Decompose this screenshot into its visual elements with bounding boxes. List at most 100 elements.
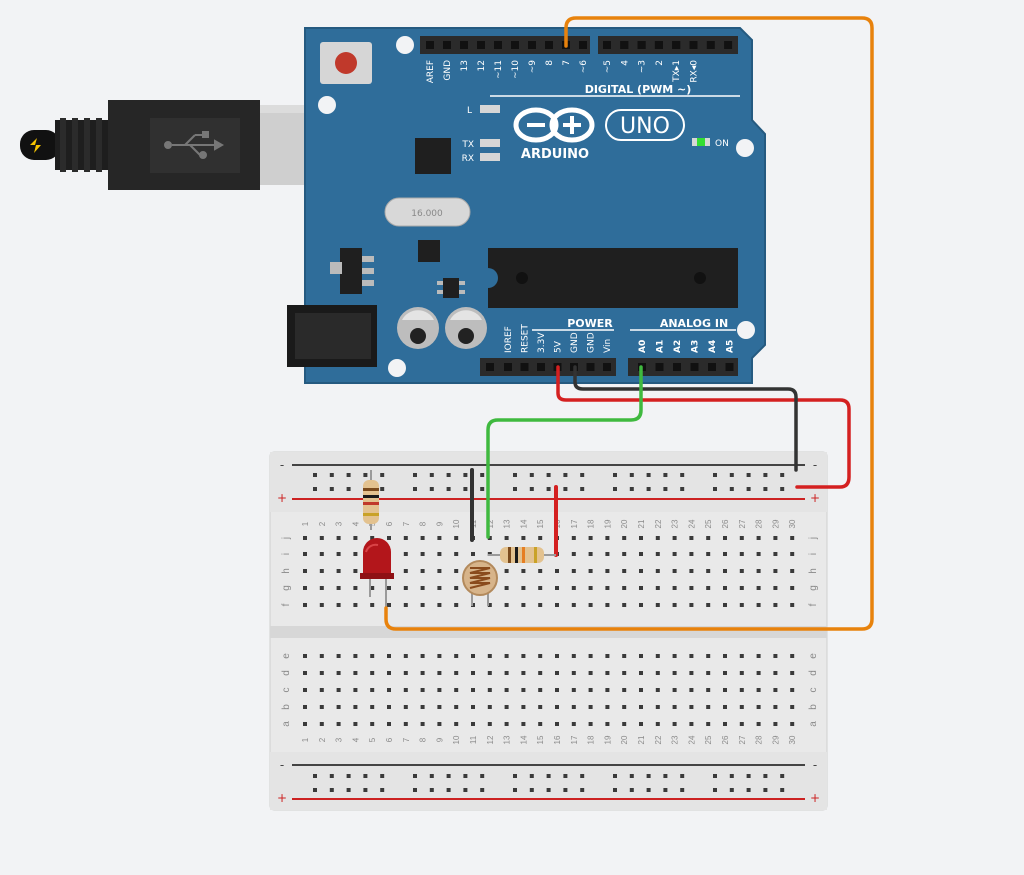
breadboard-hole[interactable] xyxy=(790,705,795,709)
breadboard-hole[interactable] xyxy=(790,569,795,573)
breadboard-hole[interactable] xyxy=(655,671,660,675)
breadboard-hole[interactable] xyxy=(706,688,711,692)
rail-hole[interactable] xyxy=(613,473,617,477)
breadboard-hole[interactable] xyxy=(336,603,341,607)
breadboard-hole[interactable] xyxy=(555,722,559,726)
breadboard-hole[interactable] xyxy=(538,586,543,590)
breadboard-hole[interactable] xyxy=(706,552,711,556)
breadboard-hole[interactable] xyxy=(706,536,711,540)
rail-hole[interactable] xyxy=(713,487,717,491)
breadboard-hole[interactable] xyxy=(689,722,694,726)
breadboard-hole[interactable] xyxy=(387,536,391,540)
breadboard-hole[interactable] xyxy=(319,536,324,540)
breadboard-hole[interactable] xyxy=(689,654,694,658)
breadboard-hole[interactable] xyxy=(471,671,475,675)
breadboard-hole[interactable] xyxy=(504,654,509,658)
breadboard-hole[interactable] xyxy=(622,603,627,607)
rail-hole[interactable] xyxy=(780,473,785,477)
breadboard-hole[interactable] xyxy=(655,705,660,709)
header-pin[interactable] xyxy=(545,41,553,49)
rail-hole[interactable] xyxy=(546,487,551,491)
breadboard-hole[interactable] xyxy=(454,688,459,692)
breadboard-hole[interactable] xyxy=(773,536,778,540)
breadboard-hole[interactable] xyxy=(303,671,307,675)
breadboard-hole[interactable] xyxy=(639,569,643,573)
breadboard-hole[interactable] xyxy=(437,569,442,573)
breadboard-hole[interactable] xyxy=(454,536,459,540)
breadboard-hole[interactable] xyxy=(723,586,727,590)
rail-hole[interactable] xyxy=(663,487,668,491)
breadboard-hole[interactable] xyxy=(605,569,610,573)
breadboard-hole[interactable] xyxy=(487,705,492,709)
breadboard-hole[interactable] xyxy=(689,671,694,675)
breadboard-hole[interactable] xyxy=(504,536,509,540)
breadboard-hole[interactable] xyxy=(319,722,324,726)
rail-hole[interactable] xyxy=(446,487,451,491)
rail-hole[interactable] xyxy=(629,487,634,491)
rail-hole[interactable] xyxy=(429,473,434,477)
breadboard-hole[interactable] xyxy=(689,552,694,556)
breadboard-hole[interactable] xyxy=(471,722,475,726)
breadboard-hole[interactable] xyxy=(336,569,341,573)
breadboard-hole[interactable] xyxy=(773,569,778,573)
breadboard-hole[interactable] xyxy=(723,536,727,540)
breadboard-hole[interactable] xyxy=(521,654,526,658)
breadboard-hole[interactable] xyxy=(403,722,408,726)
rail-hole[interactable] xyxy=(429,487,434,491)
breadboard-hole[interactable] xyxy=(739,603,744,607)
breadboard-hole[interactable] xyxy=(605,536,610,540)
header-pin[interactable] xyxy=(426,41,434,49)
rail-hole[interactable] xyxy=(629,788,634,792)
breadboard-hole[interactable] xyxy=(706,654,711,658)
breadboard-hole[interactable] xyxy=(454,586,459,590)
breadboard-hole[interactable] xyxy=(303,603,307,607)
header-pin[interactable] xyxy=(537,363,545,371)
breadboard-hole[interactable] xyxy=(353,654,358,658)
rail-hole[interactable] xyxy=(363,788,368,792)
rail-hole[interactable] xyxy=(446,774,451,778)
rail-hole[interactable] xyxy=(346,788,351,792)
rail-hole[interactable] xyxy=(563,788,568,792)
breadboard-hole[interactable] xyxy=(420,536,425,540)
breadboard-hole[interactable] xyxy=(790,671,795,675)
breadboard-hole[interactable] xyxy=(336,536,341,540)
breadboard-hole[interactable] xyxy=(420,654,425,658)
rail-hole[interactable] xyxy=(629,774,634,778)
breadboard-hole[interactable] xyxy=(555,705,559,709)
breadboard-hole[interactable] xyxy=(622,552,627,556)
breadboard-hole[interactable] xyxy=(605,586,610,590)
breadboard-hole[interactable] xyxy=(555,654,559,658)
breadboard-hole[interactable] xyxy=(403,552,408,556)
breadboard-hole[interactable] xyxy=(420,552,425,556)
breadboard-hole[interactable] xyxy=(353,688,358,692)
header-pin[interactable] xyxy=(673,363,681,371)
breadboard-hole[interactable] xyxy=(521,536,526,540)
breadboard-hole[interactable] xyxy=(555,586,559,590)
rail-hole[interactable] xyxy=(546,774,551,778)
header-pin[interactable] xyxy=(689,41,698,49)
breadboard-hole[interactable] xyxy=(336,654,341,658)
breadboard-hole[interactable] xyxy=(588,688,593,692)
breadboard-hole[interactable] xyxy=(571,722,576,726)
breadboard-hole[interactable] xyxy=(487,688,492,692)
rail-hole[interactable] xyxy=(346,487,351,491)
rail-hole[interactable] xyxy=(513,473,517,477)
breadboard-hole[interactable] xyxy=(639,671,643,675)
breadboard-hole[interactable] xyxy=(555,603,559,607)
breadboard-hole[interactable] xyxy=(739,586,744,590)
breadboard-hole[interactable] xyxy=(521,722,526,726)
breadboard-hole[interactable] xyxy=(319,586,324,590)
rail-hole[interactable] xyxy=(313,774,317,778)
rail-hole[interactable] xyxy=(746,788,751,792)
breadboard-hole[interactable] xyxy=(773,654,778,658)
breadboard-hole[interactable] xyxy=(756,603,761,607)
breadboard-hole[interactable] xyxy=(790,722,795,726)
breadboard-hole[interactable] xyxy=(605,705,610,709)
breadboard-hole[interactable] xyxy=(521,569,526,573)
breadboard-hole[interactable] xyxy=(319,569,324,573)
breadboard-hole[interactable] xyxy=(655,536,660,540)
breadboard-hole[interactable] xyxy=(756,654,761,658)
breadboard-hole[interactable] xyxy=(303,705,307,709)
breadboard-hole[interactable] xyxy=(454,705,459,709)
breadboard-hole[interactable] xyxy=(336,688,341,692)
